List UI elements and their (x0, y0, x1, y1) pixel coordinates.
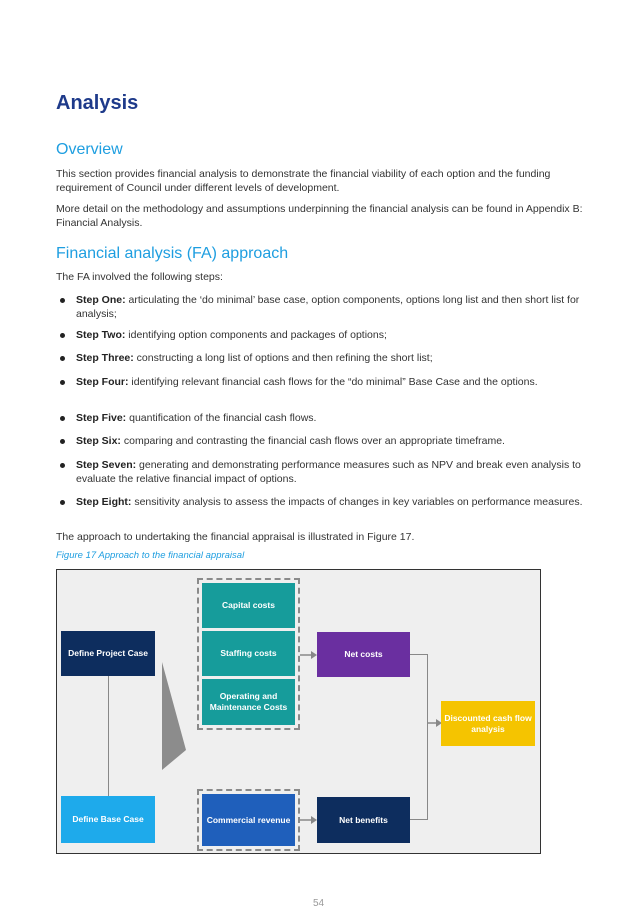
arrow-right-icon (427, 719, 442, 727)
step-label: Step Four: (76, 376, 129, 388)
step-text: identifying option components and packag… (125, 329, 387, 341)
arrow-shape (162, 662, 186, 770)
step-label: Step Seven: (76, 459, 137, 471)
page-title: Analysis (56, 92, 139, 114)
fa-intro: The FA involved the following steps: (56, 271, 223, 283)
step-text: sensitivity analysis to assess the impac… (131, 496, 583, 508)
om-costs-box: Operating and Maintenance Costs (202, 679, 295, 725)
bullet-icon (60, 333, 65, 338)
step-label: Step Three: (76, 352, 134, 364)
step-label: Step One: (76, 294, 126, 306)
bullet-icon (60, 416, 65, 421)
bullet-icon (60, 356, 65, 361)
connector-line (410, 654, 427, 655)
net-benefits-box: Net benefits (317, 797, 410, 843)
define-project-case-box: Define Project Case (61, 631, 155, 676)
staffing-costs-box: Staffing costs (202, 631, 295, 676)
overview-paragraph-2: More detail on the methodology and assum… (56, 203, 583, 229)
step-label: Step Eight: (76, 496, 132, 508)
commercial-revenue-box: Commercial revenue (202, 794, 295, 846)
dcf-analysis-box: Discounted cash flow analysis (441, 701, 535, 746)
step-text: quantification of the financial cash flo… (126, 412, 317, 424)
bullet-icon (60, 380, 65, 385)
fa-heading: Financial analysis (FA) approach (56, 245, 289, 262)
capital-costs-box: Capital costs (202, 583, 295, 628)
figure-caption: Figure 17 Approach to the financial appr… (56, 550, 245, 561)
revenue-group-outline (197, 789, 300, 851)
step-label: Step Two: (76, 329, 126, 341)
step-text: comparing and contrasting the financial … (120, 435, 505, 447)
step-text: identifying relevant financial cash flow… (128, 376, 538, 388)
define-base-case-box: Define Base Case (61, 796, 155, 843)
figure-diagram: Define Project Case Define Base Case Cap… (56, 569, 541, 854)
net-costs-box: Net costs (317, 632, 410, 677)
bullet-icon (60, 500, 65, 505)
connector-line (410, 819, 427, 820)
arrow-right-icon (300, 651, 317, 659)
bullet-icon (60, 298, 65, 303)
bullet-icon (60, 463, 65, 468)
step-label: Step Five: (76, 412, 127, 424)
cost-group-outline (197, 578, 300, 730)
step-text: constructing a long list of options and … (133, 352, 433, 364)
fa-outro: The approach to undertaking the financia… (56, 531, 415, 543)
arrow-right-icon (300, 816, 317, 824)
step-text: articulating the ‘do minimal’ base case,… (76, 294, 580, 320)
page-number: 54 (312, 898, 325, 909)
bullet-icon (60, 439, 65, 444)
connector-line (108, 675, 109, 797)
step-text: generating and demonstrating performance… (76, 459, 581, 485)
overview-heading: Overview (56, 141, 123, 158)
overview-paragraph-1: This section provides financial analysis… (56, 168, 551, 194)
connector-line (427, 654, 428, 820)
step-label: Step Six: (76, 435, 121, 447)
